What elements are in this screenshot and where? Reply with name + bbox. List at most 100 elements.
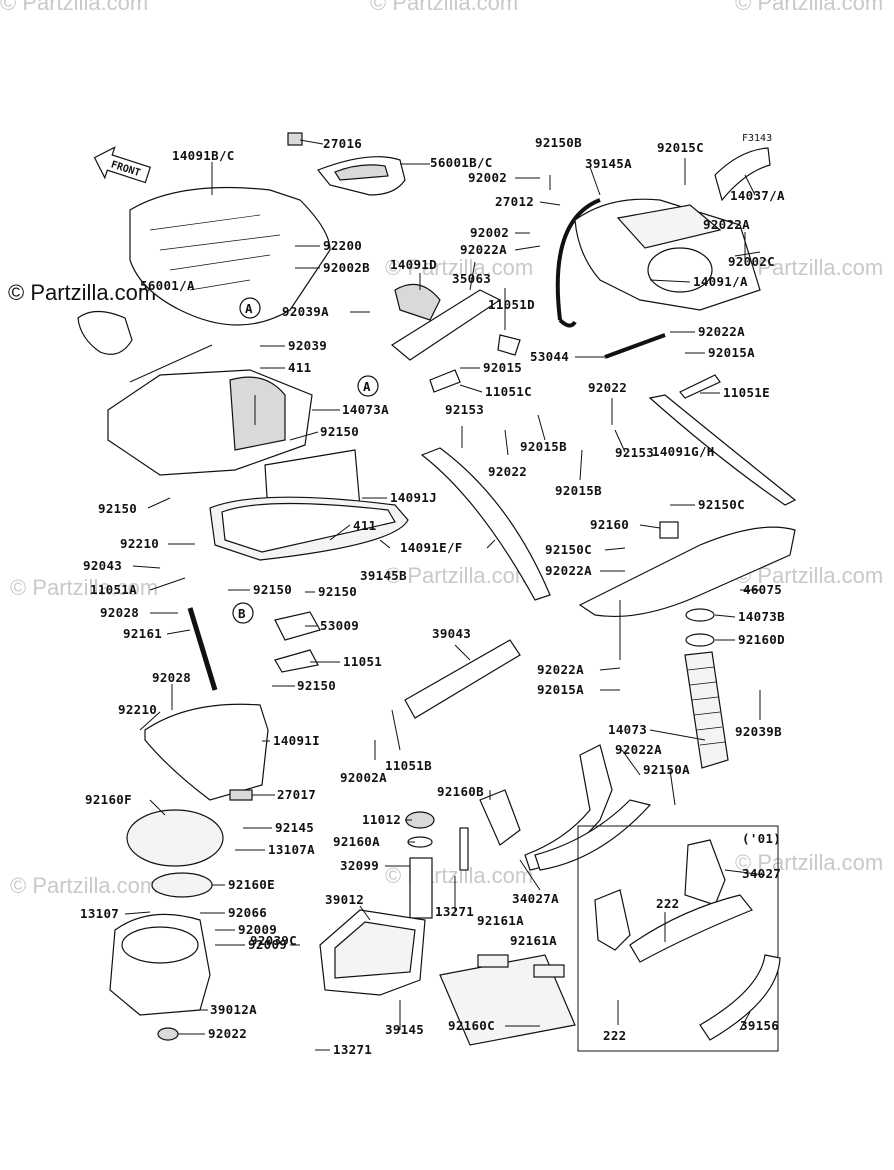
part-label: 92150 <box>297 678 336 693</box>
figure-code: F3143 <box>742 133 772 144</box>
part-label: 411 <box>353 518 376 533</box>
part-label: 92150 <box>318 584 357 599</box>
part-label: 92150A <box>643 762 690 777</box>
part-label: 92022A <box>545 563 592 578</box>
part-label: 32099 <box>340 858 379 873</box>
leader-lines <box>124 139 766 1051</box>
part-label: 92150B <box>535 135 582 150</box>
part-label: 92160B <box>437 784 484 799</box>
watermark: © Partzilla.com <box>385 863 533 888</box>
part-label: 222 <box>656 896 679 911</box>
part-label: 11051A <box>90 582 137 597</box>
part-label: 92039 <box>288 338 327 353</box>
part-label: 92002B <box>323 260 370 275</box>
part-label: 92039A <box>282 304 329 319</box>
part-label: 27016 <box>323 136 362 151</box>
watermark: © Partzilla.com <box>10 575 158 600</box>
part-label: 92022 <box>588 380 627 395</box>
part-label: 92150C <box>545 542 592 557</box>
part-label: 11012 <box>362 812 401 827</box>
watermark: © Partzilla.com <box>370 0 518 15</box>
option-box <box>577 825 779 1052</box>
part-label: 39145A <box>585 156 632 171</box>
callout-a-circle <box>239 297 261 319</box>
middle-assembly: A <box>319 283 576 1046</box>
option-box-label: ('01) <box>742 831 781 846</box>
part-label: 14091/A <box>693 274 748 289</box>
watermark: © Partzilla.com <box>385 563 533 588</box>
watermark: © Partzilla.com <box>735 850 883 875</box>
part-label: 92161A <box>510 933 557 948</box>
part-label: 92022 <box>208 1026 247 1041</box>
part-label: 92015A <box>708 345 755 360</box>
part-label: 14073B <box>738 609 785 624</box>
part-label: 14091I <box>273 733 320 748</box>
part-label: 11051E <box>723 385 770 400</box>
part-label: 92161 <box>123 626 162 641</box>
part-label: 11051 <box>343 654 382 669</box>
part-label: 27017 <box>277 787 316 802</box>
part-label: 92160A <box>333 834 380 849</box>
part-label: 92150 <box>320 424 359 439</box>
part-label: 92153 <box>615 445 654 460</box>
part-label: 92160C <box>448 1018 495 1033</box>
callout-a-circle <box>357 375 379 397</box>
part-label: 92015 <box>483 360 522 375</box>
left-hood-assembly: A B <box>77 132 409 1041</box>
part-label: 92210 <box>118 702 157 717</box>
part-label: 13107 <box>80 906 119 921</box>
part-label: 92002 <box>468 170 507 185</box>
part-label: 92160F <box>85 792 132 807</box>
part-label: 34027A <box>512 891 559 906</box>
front-arrow: FRONT <box>93 146 152 184</box>
part-label: 92066 <box>228 905 267 920</box>
part-label: 92022A <box>698 324 745 339</box>
part-label: 92039C <box>250 933 297 948</box>
part-label: 92015B <box>555 483 602 498</box>
part-label: 92009 <box>248 937 287 952</box>
part-label: 92022 <box>488 464 527 479</box>
part-label: 92039B <box>735 724 782 739</box>
watermark: © Partzilla.com <box>10 873 158 898</box>
watermark: © Partzilla.com <box>735 0 883 15</box>
part-label: 92022A <box>615 742 662 757</box>
part-label: 14073 <box>608 722 647 737</box>
part-labels: 27016 14091B/C 56001B/C 92200 92002B 560… <box>80 135 785 1057</box>
part-label: 46075 <box>743 582 782 597</box>
part-label: 14091J <box>390 490 437 505</box>
part-label: 92160D <box>738 632 785 647</box>
part-label: 14091B/C <box>172 148 235 163</box>
part-label: 39145B <box>360 568 407 583</box>
part-label: 92028 <box>152 670 191 685</box>
callout-label: A <box>245 301 253 316</box>
part-label: 92015A <box>537 682 584 697</box>
part-label: 39012A <box>210 1002 257 1017</box>
part-label: 92150C <box>698 497 745 512</box>
part-label: 14091E/F <box>400 540 463 555</box>
callout-label: B <box>238 606 246 621</box>
part-label: 92002C <box>728 254 775 269</box>
part-label: 92150 <box>98 501 137 516</box>
part-label: 92022A <box>703 217 750 232</box>
part-label: 92153 <box>445 402 484 417</box>
part-label: 92145 <box>275 820 314 835</box>
part-label: 92002 <box>470 225 509 240</box>
part-label: 92022A <box>460 242 507 257</box>
part-label: 53044 <box>530 349 569 364</box>
part-label: 53009 <box>320 618 359 633</box>
part-label: 34027 <box>742 866 781 881</box>
right-assembly: ('01) <box>479 147 797 1052</box>
part-label: 13107A <box>268 842 315 857</box>
part-label: 39156 <box>740 1018 779 1033</box>
part-label: 92022A <box>537 662 584 677</box>
part-label: 11051B <box>385 758 432 773</box>
part-label: 14091D <box>390 257 437 272</box>
brand-watermark: © Partzilla.com <box>8 280 156 305</box>
part-label: 92015B <box>520 439 567 454</box>
part-label: 13271 <box>333 1042 372 1057</box>
part-label: 92160 <box>590 517 629 532</box>
part-label: 14073A <box>342 402 389 417</box>
part-label: 39043 <box>432 626 471 641</box>
part-label: 92015C <box>657 140 704 155</box>
